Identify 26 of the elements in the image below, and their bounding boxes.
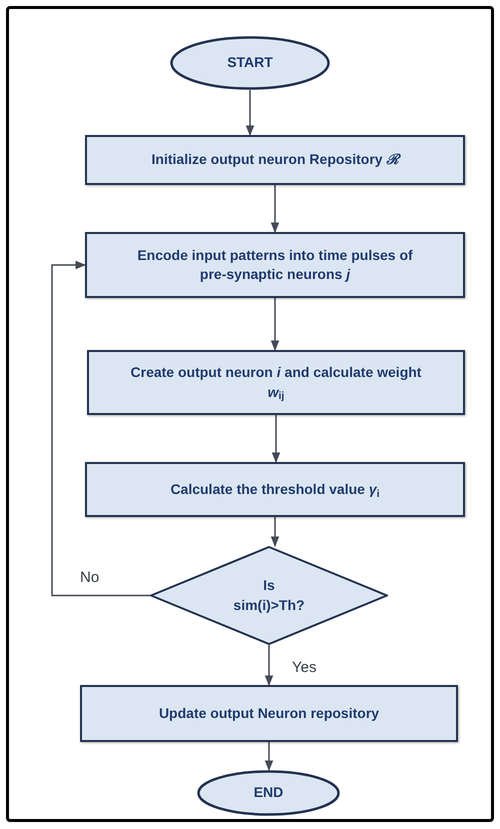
process-box bbox=[87, 350, 465, 415]
arrow bbox=[270, 185, 280, 234]
process-box bbox=[80, 685, 458, 742]
node-text: Update output Neuron repository bbox=[158, 704, 380, 723]
process-box bbox=[85, 462, 465, 517]
arrow bbox=[246, 90, 254, 136]
arrow bbox=[270, 517, 280, 548]
process-box bbox=[85, 135, 465, 185]
node-text: Encode input patterns into time pulses of pre-synaptic neurons j bbox=[136, 246, 414, 284]
arrow bbox=[264, 742, 274, 772]
terminal-ellipse bbox=[170, 36, 330, 90]
node-text: END bbox=[254, 783, 284, 802]
decision-diamond bbox=[150, 546, 388, 645]
edge-label: No bbox=[78, 570, 102, 585]
edge-label: Yes bbox=[290, 660, 318, 675]
node-text: START bbox=[227, 53, 273, 72]
arrow bbox=[272, 415, 280, 464]
arrow bbox=[270, 298, 280, 352]
arrow bbox=[264, 645, 274, 686]
terminal-ellipse bbox=[197, 770, 340, 816]
process-box bbox=[85, 232, 465, 298]
arrow bbox=[51, 260, 150, 596]
node-text: Initialize output neuron Repository ℛ bbox=[152, 150, 398, 170]
node-text: Create output neuron i and calculate weight w$_{ij}$ bbox=[130, 363, 422, 402]
node-text: Is sim(i)>Th? bbox=[232, 576, 306, 615]
node-text: Calculate the threshold value γ$_{i}$ bbox=[170, 480, 380, 500]
